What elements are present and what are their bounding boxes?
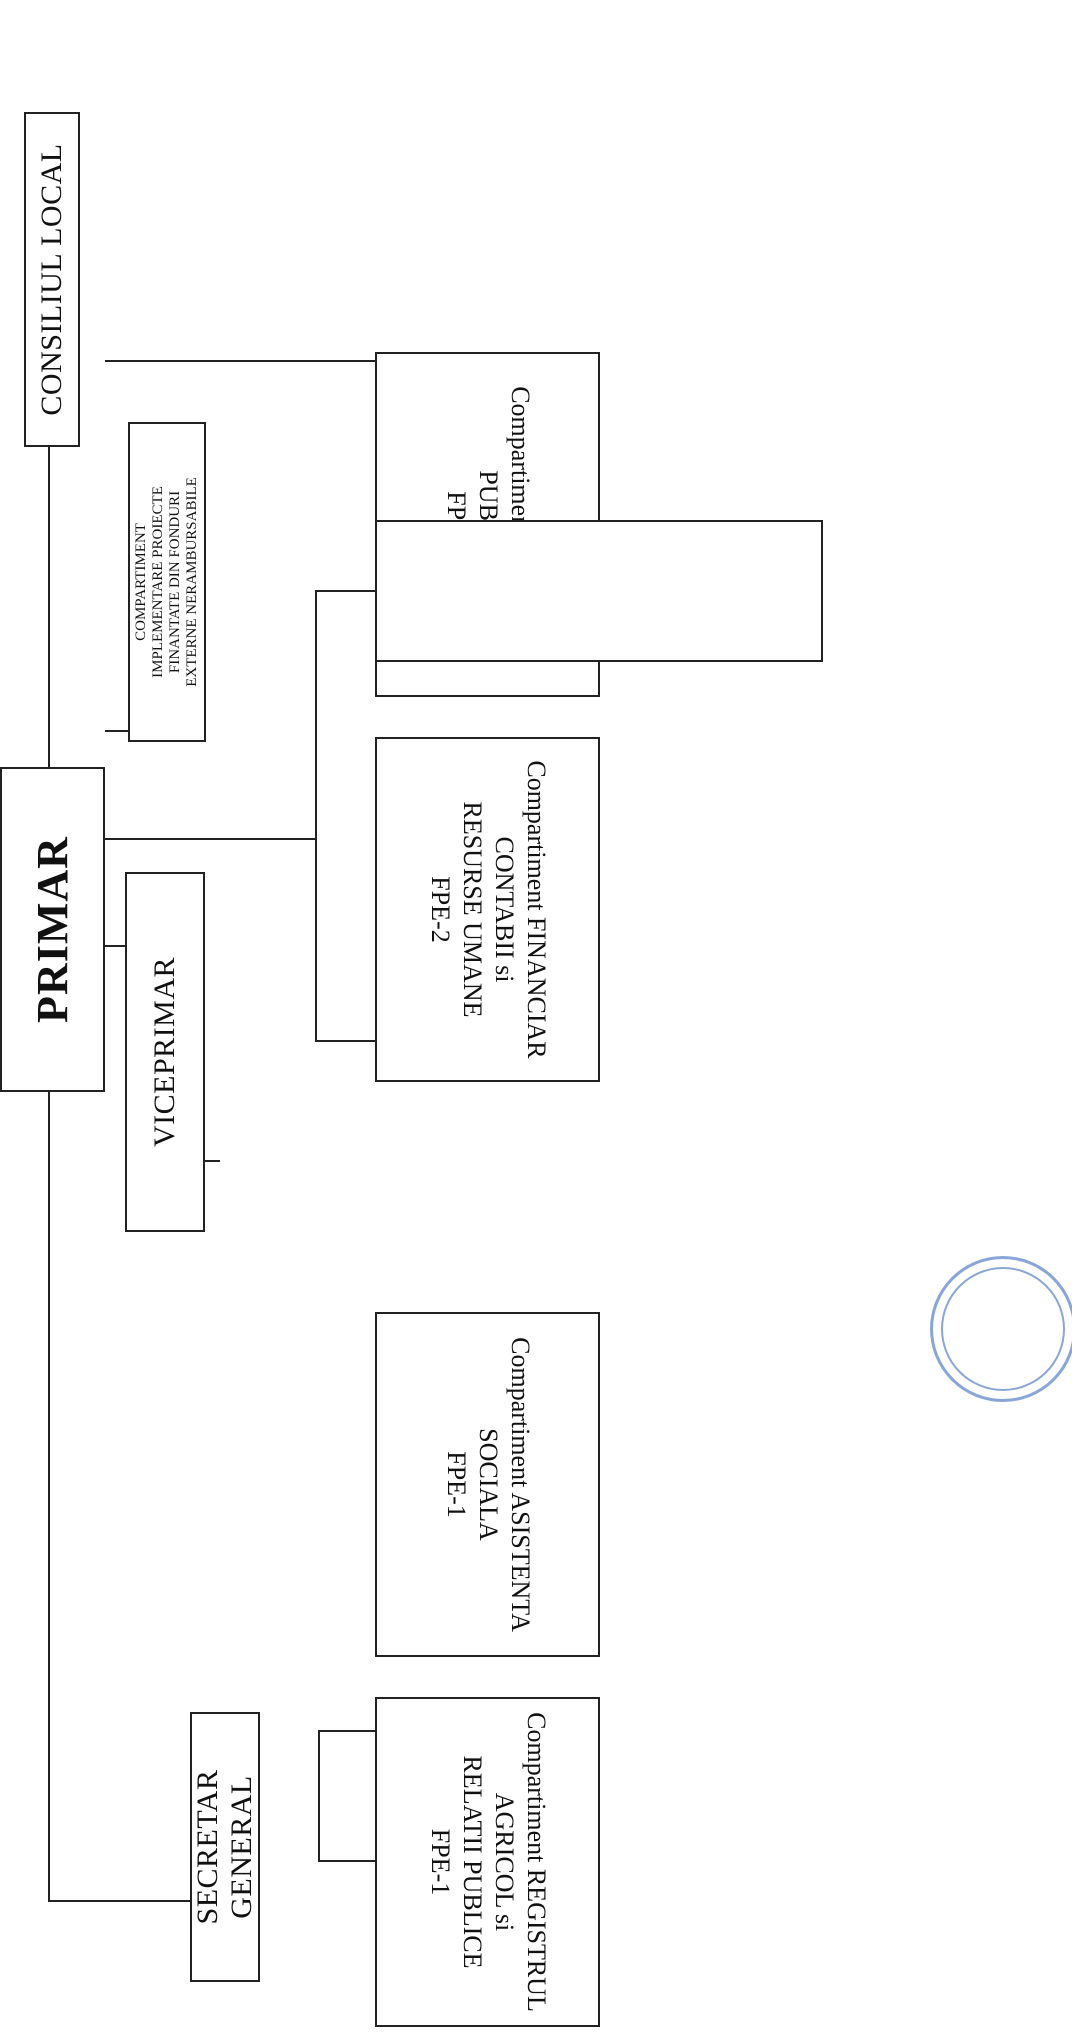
compartiment-proiecte-box: COMPARTIMENT IMPLEMENTARE PROIECTE FINAN… bbox=[128, 422, 206, 742]
dept-line: RESURSE UMANE bbox=[457, 801, 487, 1018]
connector bbox=[315, 592, 317, 1042]
registrul-agricol-box: Compartiment REGISTRUL AGRICOL si RELATI… bbox=[375, 1697, 600, 2027]
dept-line: Compartiment FINANCIAR CONTABII si bbox=[489, 760, 551, 1059]
dept-line: Compartiment REGISTRUL AGRICOL si bbox=[489, 1712, 551, 2012]
consiliu-local-box: CONSILIUL LOCAL bbox=[24, 112, 80, 447]
consiliu-local-label: CONSILIUL LOCAL bbox=[35, 143, 68, 416]
viceprimar-label: VICEPRIMAR bbox=[148, 956, 181, 1148]
registrul-agricol-text: Compartiment REGISTRUL AGRICOL si RELATI… bbox=[424, 1699, 552, 2025]
asistenta-sociala-text: Compartiment ASISTENTA SOCIALA FPE-1 bbox=[440, 1314, 536, 1655]
financiar-text: Compartiment FINANCIAR CONTABII si RESUR… bbox=[424, 739, 552, 1080]
asistenta-sociala-box: Compartiment ASISTENTA SOCIALA FPE-1 bbox=[375, 1312, 600, 1657]
deservire-box-portrait bbox=[375, 520, 823, 662]
compartiment-proiecte-text: COMPARTIMENT IMPLEMENTARE PROIECTE FINAN… bbox=[133, 477, 201, 687]
connector bbox=[105, 360, 375, 362]
connector bbox=[315, 1040, 375, 1042]
primar-box: PRIMAR bbox=[0, 767, 105, 1092]
dept-line: FPE-1 bbox=[441, 1451, 471, 1518]
connector bbox=[318, 1860, 376, 1862]
dept-line: RELATII PUBLICE bbox=[457, 1755, 487, 1969]
proiecte-line: EXTERNE NERAMBURSABILE bbox=[184, 477, 200, 687]
viceprimar-box: VICEPRIMAR bbox=[125, 872, 205, 1232]
proiecte-line: COMPARTIMENT bbox=[133, 523, 149, 641]
secretar-general-box: SECRETAR GENERAL bbox=[190, 1712, 260, 1982]
connector bbox=[318, 1730, 376, 1732]
proiecte-line: IMPLEMENTARE PROIECTE bbox=[150, 486, 166, 678]
financiar-box: Compartiment FINANCIAR CONTABII si RESUR… bbox=[375, 737, 600, 1082]
primar-label: PRIMAR bbox=[28, 836, 77, 1023]
dept-line: FPE-1 bbox=[425, 1828, 455, 1896]
proiecte-line: FINANTATE DIN FONDURI bbox=[167, 490, 183, 674]
dept-line: Compartiment ASISTENTA SOCIALA bbox=[473, 1337, 535, 1632]
connector bbox=[315, 590, 375, 592]
connector bbox=[318, 1732, 320, 1862]
secretar-general-label: SECRETAR GENERAL bbox=[191, 1769, 258, 1925]
official-stamp bbox=[930, 1256, 1072, 1402]
connector bbox=[105, 838, 315, 840]
dept-line: FPE-2 bbox=[425, 876, 455, 943]
